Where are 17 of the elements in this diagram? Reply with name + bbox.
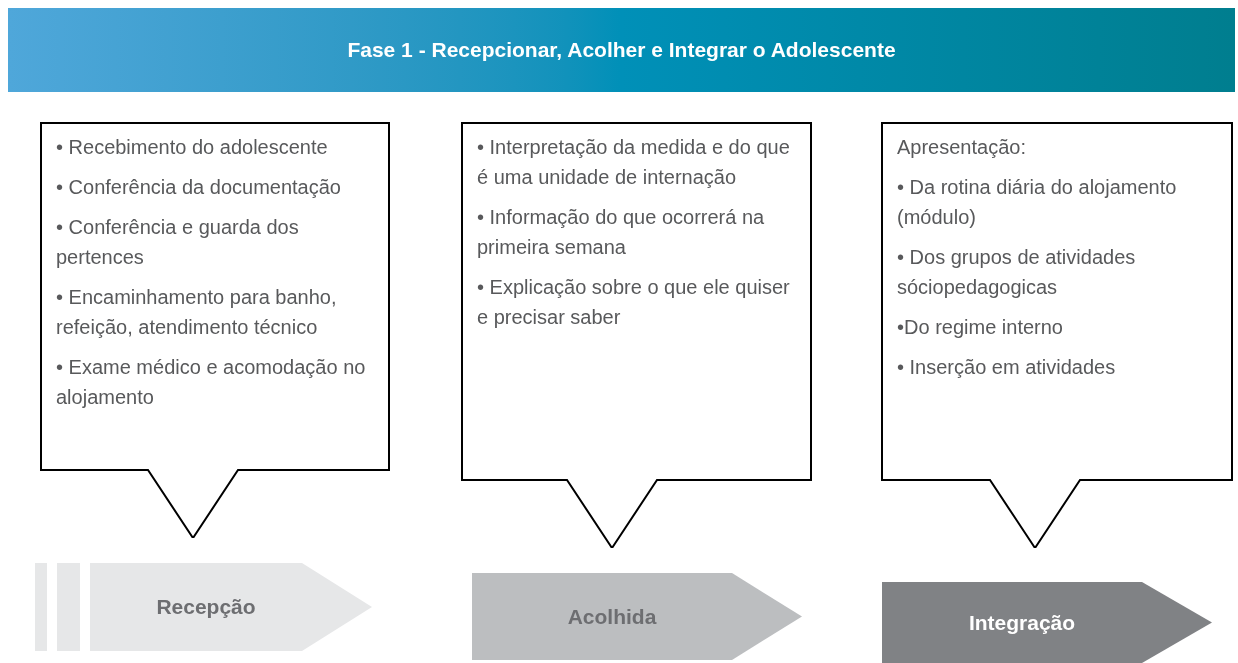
- bullet-text: • Inserção em atividades: [897, 355, 1117, 380]
- stage-label: Acolhida: [567, 603, 657, 630]
- bullet-text: • Dos grupos de atividades sóciopedagogicas: [897, 245, 1137, 300]
- bullet-text: • Da rotina diária do alojamento (módulo): [897, 175, 1178, 230]
- bullet-text: • Encaminhamento para banho, refeição, atendimento técnico: [56, 285, 338, 340]
- bullet-text: • Conferência da documentação: [56, 175, 342, 200]
- title-banner: Fase 1 - Recepcionar, Acolher e Integrar o Adolescente: [8, 8, 1235, 92]
- stage-label: Integração: [968, 609, 1076, 636]
- bullet-text: • Explicação sobre o que ele quiser e precisar saber: [477, 275, 791, 330]
- bullet-text: • Interpretação da medida e do que é uma unidade de internação: [477, 135, 791, 190]
- bullet-text: • Recebimento do adolescente: [56, 135, 329, 160]
- bullet-text: • Exame médico e acomodação no alojamento: [56, 355, 367, 410]
- bullet-text: • Informação do que ocorrerá na primeira semana: [477, 205, 766, 260]
- stage-label: Recepção: [156, 594, 256, 621]
- bullet-text: • Conferência e guarda dos pertences: [56, 215, 300, 270]
- bullet-text: Apresentação:: [897, 135, 1027, 160]
- bullet-text: •Do regime interno: [897, 315, 1064, 340]
